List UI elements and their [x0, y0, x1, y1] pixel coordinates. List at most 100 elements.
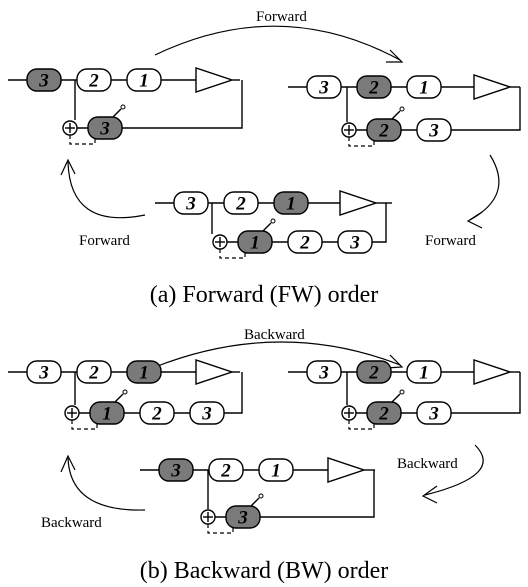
- transition-arrows: [60, 25, 500, 511]
- feedback-node-2-label: 2: [151, 404, 162, 425]
- feedback-node-1-box: [89, 401, 125, 425]
- fw-top-arrow-head: [386, 49, 404, 63]
- feedback-node-2: 2: [366, 401, 402, 425]
- bw-left-arrow-head: [60, 454, 76, 473]
- adjust-arrow-icon: [391, 393, 401, 403]
- forward-node-2-label: 2: [235, 194, 246, 215]
- module-fw-a: 3 2 1 3: [8, 67, 243, 145]
- bw-left-arrow: [67, 457, 146, 511]
- feedback-return-wire: [140, 80, 243, 129]
- forward-node-2-box: [356, 360, 392, 384]
- adjust-arrow-icon: [262, 222, 272, 232]
- fw-top-arrow: [154, 25, 401, 61]
- feedback-node-3-box: [87, 116, 123, 140]
- feedback-node-3-label: 3: [237, 508, 248, 529]
- forward-node-1-box: [126, 68, 162, 92]
- forward-node-3-label: 3: [170, 461, 181, 482]
- forward-node-1-label: 1: [419, 363, 429, 384]
- forward-node-2: 2: [76, 68, 112, 92]
- fw-right-label: Forward: [425, 233, 476, 249]
- feedback-node-3: 3: [337, 230, 373, 254]
- adjust-arrow-tip-icon: [270, 218, 276, 224]
- forward-node-3: 3: [306, 75, 342, 99]
- forward-node-3-box: [306, 360, 342, 384]
- forward-node-3-label: 3: [318, 363, 329, 384]
- bw-right-arrow: [424, 444, 484, 496]
- caption-fw: (a) Forward (FW) order: [150, 282, 379, 308]
- forward-node-1-box: [273, 191, 309, 215]
- amplifier-icon: [473, 359, 513, 385]
- fw-left-arrow: [67, 161, 146, 219]
- feedback-node-3: 3: [225, 505, 261, 529]
- feedback-node-2-label: 2: [378, 121, 389, 142]
- feedback-node-2-box: [287, 230, 323, 254]
- feedback-node-3-box: [189, 401, 225, 425]
- forward-node-3-label: 3: [38, 363, 49, 384]
- dashed-link: [348, 420, 375, 430]
- forward-node-3-box: [26, 68, 62, 92]
- forward-node-2: 2: [208, 458, 244, 482]
- amplifier-icon: [339, 190, 379, 216]
- forward-node-1: 1: [126, 68, 162, 92]
- feedback-node-3: 3: [87, 116, 123, 140]
- forward-node-2-box: [208, 458, 244, 482]
- feedback-node-3-box: [225, 505, 261, 529]
- feedback-node-3-label: 3: [99, 119, 110, 140]
- forward-node-3-label: 3: [185, 194, 196, 215]
- forward-node-3-label: 3: [38, 71, 49, 92]
- feedback-node-2: 2: [139, 401, 175, 425]
- fw-right-arrow-head: [466, 211, 483, 229]
- dashed-link: [207, 524, 234, 534]
- feedback-node-2-label: 2: [378, 404, 389, 425]
- feedback-node-3-box: [416, 118, 452, 142]
- forward-node-2-label: 2: [368, 78, 379, 99]
- forward-node-2: 2: [76, 360, 112, 384]
- forward-node-3-box: [158, 458, 194, 482]
- amplifier-icon: [195, 67, 235, 93]
- forward-node-2-label: 2: [88, 71, 99, 92]
- adjust-arrow-tip-icon: [399, 106, 405, 112]
- dashed-link: [219, 249, 246, 259]
- feedback-node-1-box: [237, 230, 273, 254]
- fw-top-label: Forward: [256, 9, 307, 25]
- bw-right-label: Backward: [397, 456, 458, 472]
- forward-node-3: 3: [26, 68, 62, 92]
- fw-left-label: Forward: [79, 233, 130, 249]
- forward-node-1-box: [406, 360, 442, 384]
- dashed-link: [71, 420, 98, 430]
- adjust-arrow-icon: [114, 393, 124, 403]
- adjust-arrow-icon: [391, 110, 401, 120]
- forward-node-2: 2: [223, 191, 259, 215]
- forward-node-1: 1: [126, 360, 162, 384]
- forward-node-1: 1: [273, 191, 309, 215]
- feedback-node-3-box: [416, 401, 452, 425]
- forward-node-1-box: [406, 75, 442, 99]
- adjust-arrow-icon: [112, 108, 122, 118]
- forward-node-2-label: 2: [368, 363, 379, 384]
- adjust-arrow-icon: [250, 497, 260, 507]
- forward-node-1: 1: [258, 458, 294, 482]
- forward-node-3-box: [26, 360, 62, 384]
- bw-top-arrow-head: [385, 354, 404, 369]
- forward-node-2-label: 2: [88, 363, 99, 384]
- feedback-node-3-label: 3: [428, 121, 439, 142]
- bw-left-label: Backward: [41, 515, 102, 531]
- forward-node-3: 3: [173, 191, 209, 215]
- feedback-node-1: 1: [237, 230, 273, 254]
- feedback-node-2: 2: [287, 230, 323, 254]
- feedback-node-3-label: 3: [201, 404, 212, 425]
- amplifier-icon: [327, 457, 367, 483]
- fw-left-arrow-head: [60, 158, 76, 176]
- bw-top-arrow: [154, 341, 401, 368]
- adjust-arrow-tip-icon: [122, 389, 128, 395]
- forward-node-2-label: 2: [220, 461, 231, 482]
- adjust-arrow-tip-icon: [399, 389, 405, 395]
- feedback-return-wire: [272, 470, 375, 518]
- forward-node-1-label: 1: [271, 461, 281, 482]
- forward-node-3-box: [173, 191, 209, 215]
